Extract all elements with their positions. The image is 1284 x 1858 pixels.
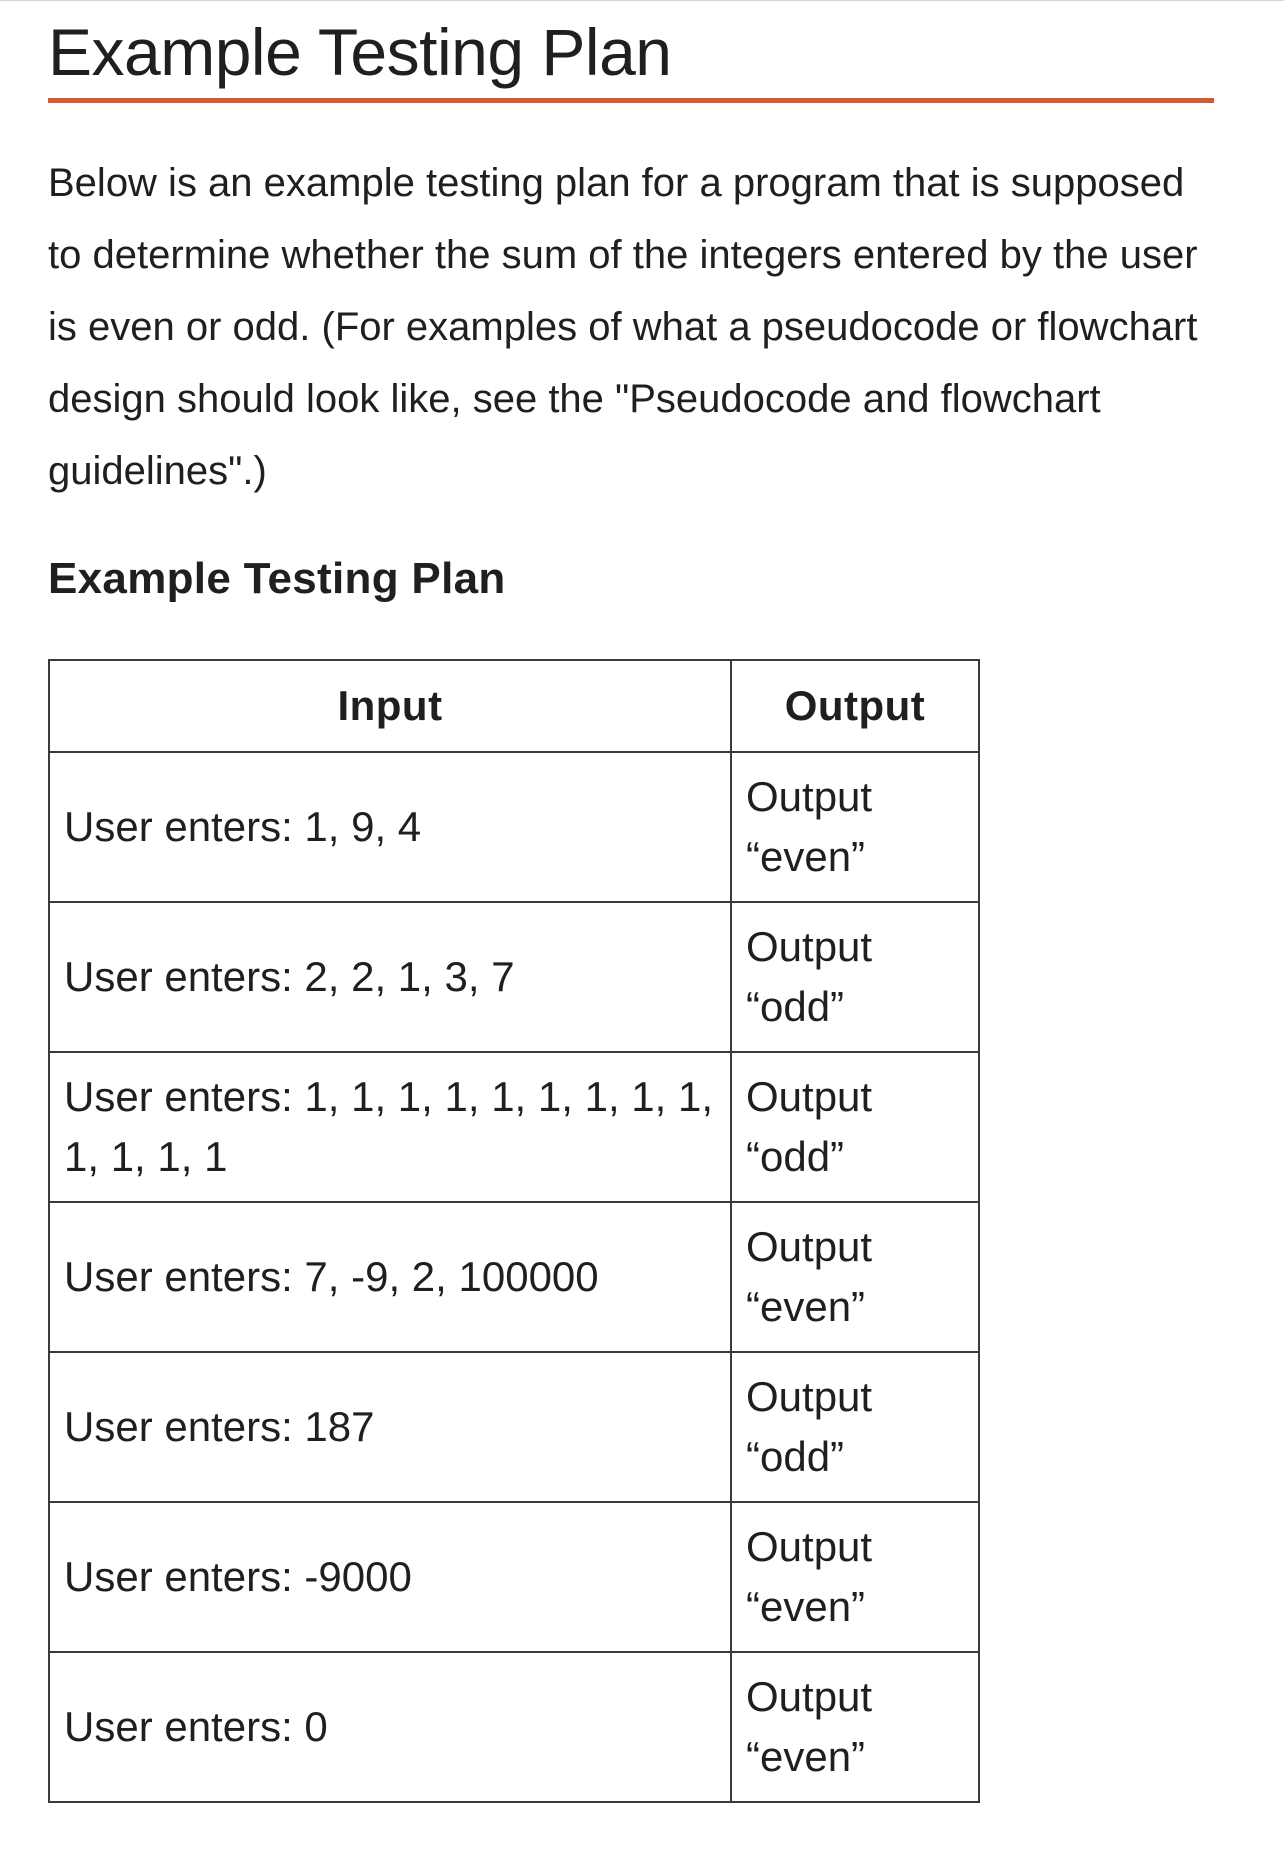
output-value: “even” — [746, 1583, 866, 1630]
title-underline — [48, 98, 1214, 103]
page-content: Example Testing Plan Below is an example… — [48, 0, 1228, 1803]
output-cell: Output “even” — [730, 1201, 980, 1353]
output-word: Output — [746, 1673, 873, 1720]
table-header-row: Input Output — [48, 659, 980, 753]
input-cell: User enters: 0 — [48, 1651, 732, 1803]
output-cell: Output “odd” — [730, 1051, 980, 1203]
output-word: Output — [746, 1223, 873, 1270]
output-word: Output — [746, 773, 873, 820]
input-column-header: Input — [48, 659, 732, 753]
top-border — [0, 0, 1284, 1]
table-row: User enters: 1, 1, 1, 1, 1, 1, 1, 1, 1, … — [48, 1051, 980, 1203]
table-row: User enters: 7, -9, 2, 100000 Output “ev… — [48, 1201, 980, 1353]
table-row: User enters: 187 Output “odd” — [48, 1351, 980, 1503]
output-word: Output — [746, 1523, 873, 1570]
output-cell: Output “even” — [730, 751, 980, 903]
input-cell: User enters: 2, 2, 1, 3, 7 — [48, 901, 732, 1053]
table-row: User enters: 0 Output “even” — [48, 1651, 980, 1803]
output-value: “even” — [746, 1733, 866, 1780]
output-word: Output — [746, 923, 873, 970]
input-cell: User enters: 187 — [48, 1351, 732, 1503]
table-row: User enters: -9000 Output “even” — [48, 1501, 980, 1653]
input-cell: User enters: 1, 1, 1, 1, 1, 1, 1, 1, 1, … — [48, 1051, 732, 1203]
output-value: “even” — [746, 833, 866, 880]
output-cell: Output “odd” — [730, 901, 980, 1053]
page-title: Example Testing Plan — [48, 15, 672, 89]
output-value: “odd” — [746, 1433, 845, 1480]
table-row: User enters: 2, 2, 1, 3, 7 Output “odd” — [48, 901, 980, 1053]
output-word: Output — [746, 1073, 873, 1120]
output-cell: Output “even” — [730, 1651, 980, 1803]
output-value: “odd” — [746, 983, 845, 1030]
input-cell: User enters: -9000 — [48, 1501, 732, 1653]
output-value: “even” — [746, 1283, 866, 1330]
testing-plan-table: Input Output User enters: 1, 9, 4 Output… — [48, 659, 980, 1803]
output-cell: Output “odd” — [730, 1351, 980, 1503]
output-column-header: Output — [730, 659, 980, 753]
intro-paragraph: Below is an example testing plan for a p… — [48, 161, 1198, 493]
output-word: Output — [746, 1373, 873, 1420]
output-cell: Output “even” — [730, 1501, 980, 1653]
table-row: User enters: 1, 9, 4 Output “even” — [48, 751, 980, 903]
output-value: “odd” — [746, 1133, 845, 1180]
input-cell: User enters: 7, -9, 2, 100000 — [48, 1201, 732, 1353]
section-heading: Example Testing Plan — [48, 554, 506, 603]
input-cell: User enters: 1, 9, 4 — [48, 751, 732, 903]
